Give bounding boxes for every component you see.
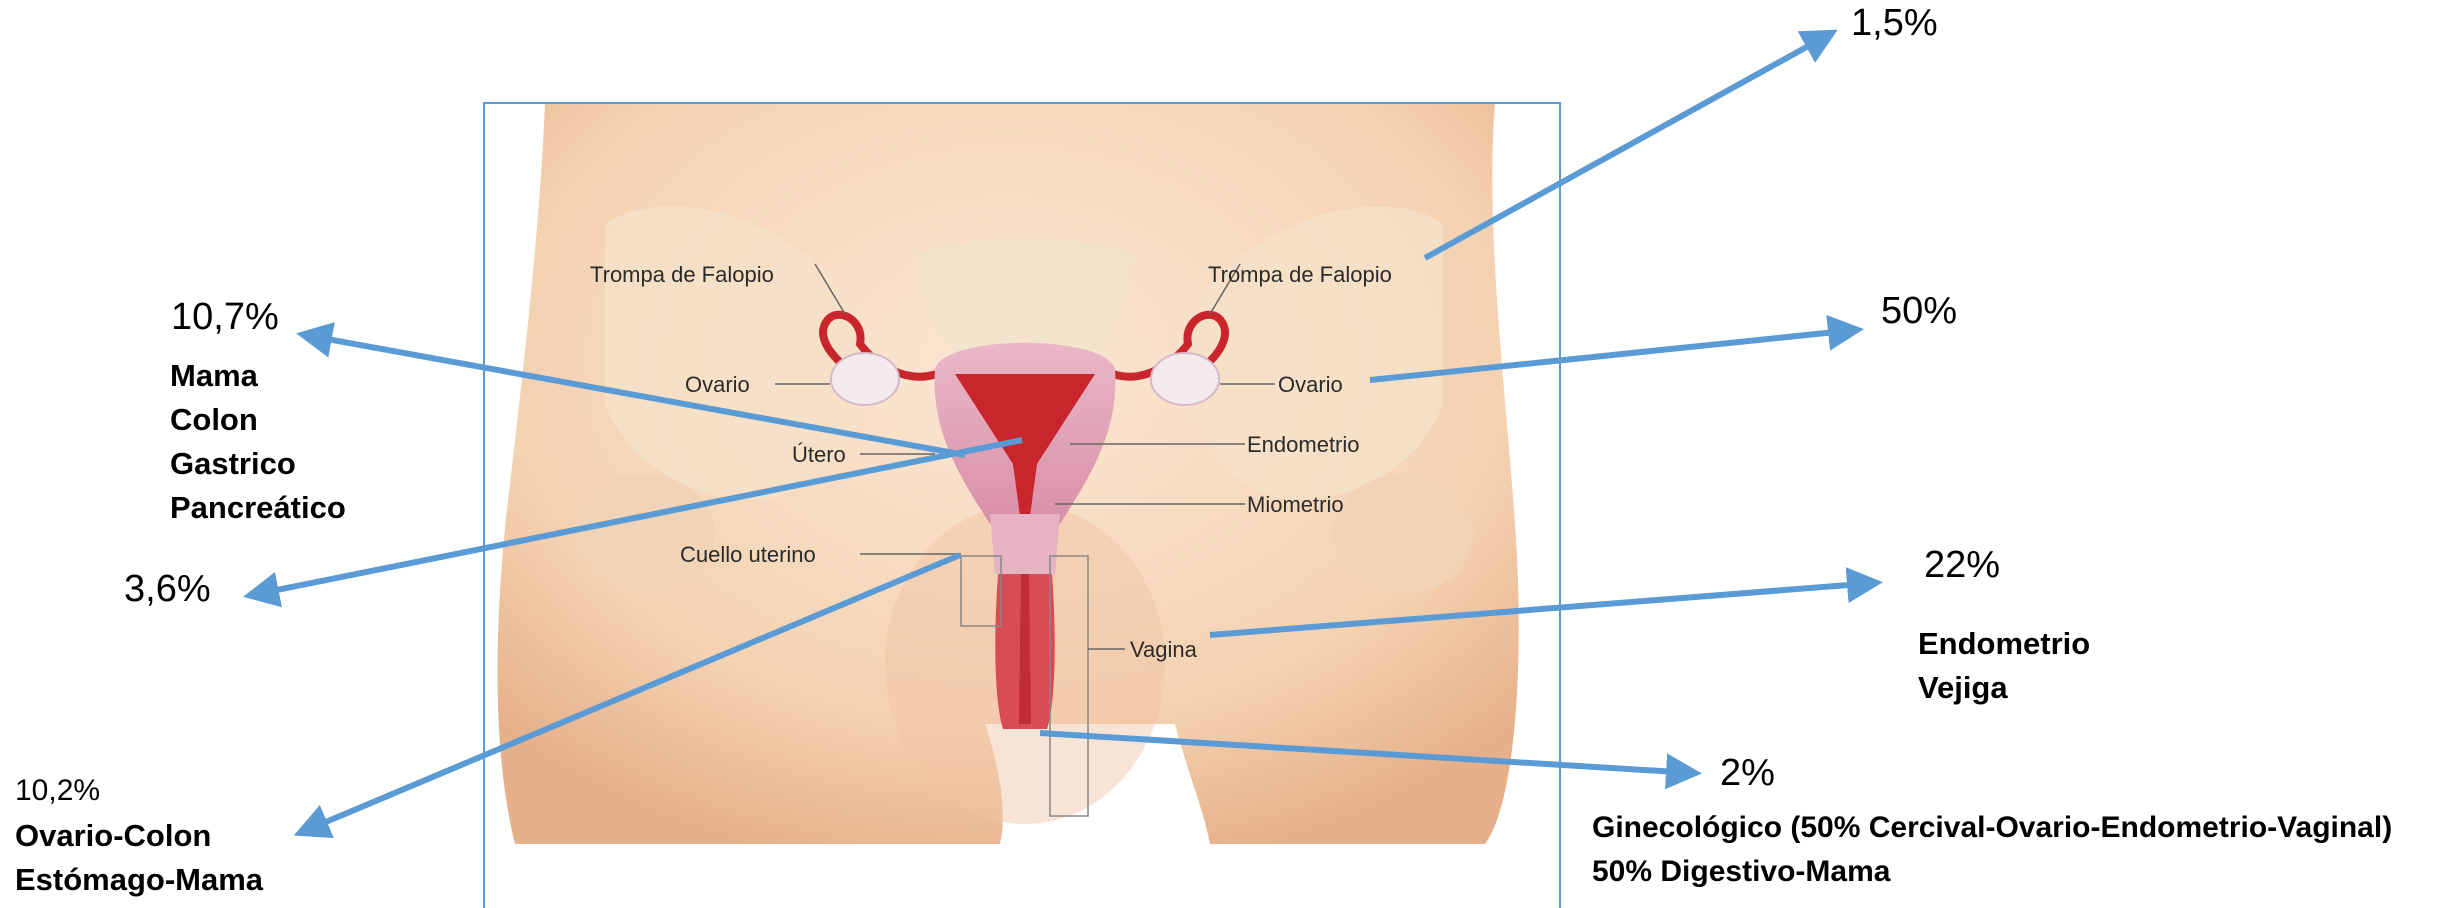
cervix-note-2: Estómago-Mama bbox=[15, 858, 263, 902]
endometrium-percent: 3,6% bbox=[124, 568, 211, 611]
vagina-note-1: Endometrio bbox=[1918, 622, 2090, 666]
vagina-percent: 22% bbox=[1924, 544, 2000, 587]
hip-joint-left bbox=[575, 474, 715, 594]
uterus-note-2: Colon bbox=[170, 398, 346, 442]
uterus-note-3: Gastrico bbox=[170, 442, 346, 486]
cervix-percent: 10,2% bbox=[15, 774, 100, 808]
vagina-inner bbox=[1019, 574, 1031, 724]
label-fallopian-right: Trompa de Falopio bbox=[1208, 262, 1392, 288]
anatomy-illustration: Trompa de Falopio Trompa de Falopio Ovar… bbox=[483, 102, 1561, 908]
ovary-percent: 50% bbox=[1881, 290, 1957, 333]
label-ovary-left: Ovario bbox=[685, 372, 750, 398]
ovary-left bbox=[831, 353, 899, 405]
uterus-percent: 10,7% bbox=[171, 296, 279, 339]
vulva-note-1: Ginecológico (50% Cercival-Ovario-Endome… bbox=[1592, 806, 2392, 850]
label-cervix: Cuello uterino bbox=[680, 542, 816, 568]
uterus-note-1: Mama bbox=[170, 354, 346, 398]
label-uterus: Útero bbox=[792, 442, 846, 468]
label-fallopian-left: Trompa de Falopio bbox=[590, 262, 774, 288]
ovary-right bbox=[1151, 353, 1219, 405]
vulva-percent: 2% bbox=[1720, 752, 1775, 795]
hip-joint-right bbox=[1333, 474, 1473, 594]
label-ovary-right: Ovario bbox=[1278, 372, 1343, 398]
uterus-note-4: Pancreático bbox=[170, 486, 346, 530]
anatomy-drawing bbox=[485, 104, 1561, 908]
label-endometrium: Endometrio bbox=[1247, 432, 1360, 458]
vulva-note-2: 50% Digestivo-Mama bbox=[1592, 850, 2392, 894]
fallopian-percent: 1,5% bbox=[1851, 2, 1938, 45]
cervix-notes: Ovario-Colon Estómago-Mama bbox=[15, 814, 263, 902]
vulva-notes: Ginecológico (50% Cercival-Ovario-Endome… bbox=[1592, 806, 2392, 894]
uterus-notes: Mama Colon Gastrico Pancreático bbox=[170, 354, 346, 530]
label-vagina: Vagina bbox=[1130, 637, 1197, 663]
vagina-notes: Endometrio Vejiga bbox=[1918, 622, 2090, 710]
vagina-note-2: Vejiga bbox=[1918, 666, 2090, 710]
label-myometrium: Miometrio bbox=[1247, 492, 1344, 518]
cervix-note-1: Ovario-Colon bbox=[15, 814, 263, 858]
